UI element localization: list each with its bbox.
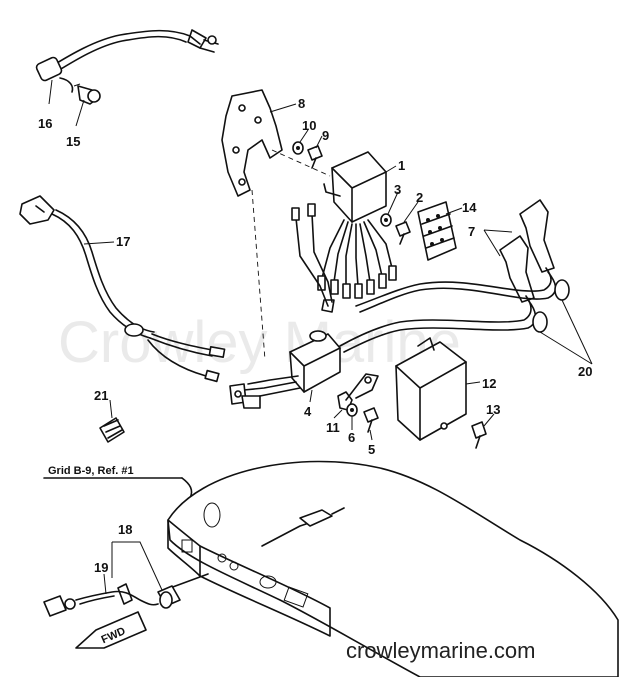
- watermark-text: Crowley Marine: [58, 310, 461, 375]
- fwd-arrow: FWD: [75, 611, 147, 649]
- part-10-washer: [292, 141, 304, 155]
- part-12-cover: [395, 337, 467, 441]
- callout-2: 2: [416, 190, 423, 205]
- callout-1: 1: [398, 158, 405, 173]
- callout-20: 20: [578, 364, 592, 379]
- site-url: crowleymarine.com: [346, 638, 536, 663]
- grid-reference: Grid B-9, Ref. #1: [48, 465, 134, 477]
- part-4-ignition-coil: [229, 330, 341, 409]
- callout-12: 12: [482, 376, 496, 391]
- part-15-plug: [73, 83, 101, 105]
- callout-9: 9: [322, 128, 329, 143]
- part-14-terminal-block: [417, 201, 457, 261]
- part-7-plug-caps: [499, 199, 555, 303]
- callout-6: 6: [348, 430, 355, 445]
- part-5-screw: [363, 407, 379, 433]
- part-11-clip: [337, 373, 379, 411]
- callout-16: 16: [38, 116, 52, 131]
- leader-lines: [48, 79, 593, 595]
- part-19-lanyard: [43, 583, 159, 617]
- part-20-ht-cords: [339, 267, 570, 353]
- part-3-washer: [380, 213, 392, 227]
- part-21-grommet: [99, 417, 125, 443]
- part-1-cdi-unit: [291, 151, 397, 313]
- callout-13: 13: [486, 402, 500, 417]
- callout-labels: 16 15 8 10 9 1 3 2 14 7 17 4 11 6 5 12 1…: [38, 96, 592, 575]
- part-16-connector-cable: [35, 29, 219, 93]
- part-8-bracket: [221, 89, 331, 361]
- callout-18: 18: [118, 522, 132, 537]
- callout-7: 7: [468, 224, 475, 239]
- callout-14: 14: [462, 200, 477, 215]
- callout-10: 10: [302, 118, 316, 133]
- callout-17: 17: [116, 234, 130, 249]
- lower-cowling: [43, 460, 619, 677]
- part-6-washer: [346, 403, 358, 417]
- callout-19: 19: [94, 560, 108, 575]
- part-18-stop-switch: [157, 573, 209, 609]
- callout-21: 21: [94, 388, 108, 403]
- callout-5: 5: [368, 442, 375, 457]
- part-17-harness: [19, 195, 226, 383]
- callout-15: 15: [66, 134, 80, 149]
- callout-11: 11: [326, 420, 340, 435]
- callout-4: 4: [304, 404, 312, 419]
- part-13-screw: [471, 421, 487, 449]
- part-9-screw: [307, 145, 323, 169]
- callout-8: 8: [298, 96, 305, 111]
- part-2-screw: [395, 221, 411, 245]
- callout-3: 3: [394, 182, 401, 197]
